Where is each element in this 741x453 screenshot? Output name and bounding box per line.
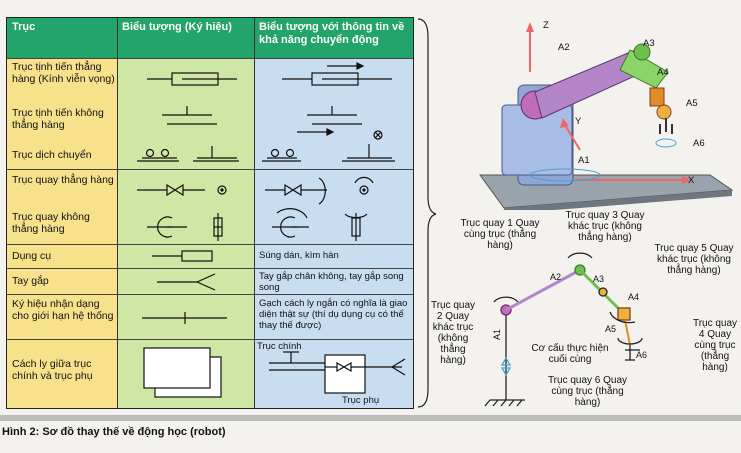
svg-text:A5: A5	[605, 324, 616, 334]
joint2-label: Trục quay 2 Quay khác trục (không thẳng …	[430, 300, 476, 366]
row-divider	[7, 268, 413, 269]
header-motion: Biểu tượng với thông tin về khả năng chu…	[254, 18, 413, 58]
traverse-symbol	[137, 146, 239, 162]
note-gripper: Tay gắp chân không, tay gắp song song	[259, 271, 404, 293]
joint5-label: Trục quay 5 Quay khác trục (không thẳng …	[654, 243, 734, 276]
row-label-prismatic-offset: Trục tịnh tiến không thẳng hàng	[12, 107, 104, 131]
row-divider	[7, 244, 413, 245]
tool-symbol	[152, 250, 213, 262]
svg-text:A1: A1	[492, 329, 502, 340]
row-label-rotary-offset: Trục quay không thẳng hàng	[12, 211, 90, 235]
note-system-boundary: Gạch cách ly ngắn có nghĩa là giao diện …	[259, 298, 408, 331]
row-label-system-boundary: Ký hiệu nhận dạng cho giới hạn hệ thống	[12, 298, 114, 322]
symbol-table: Trục Biểu tượng (Ký hiệu) Biểu tượng với…	[6, 17, 414, 409]
svg-text:A3: A3	[593, 274, 604, 284]
joint1-label: Trục quay 1 Quay cùng trục (thẳng hàng)	[460, 218, 540, 251]
joint3-label: Trục quay 3 Quay khác trục (không thẳng …	[565, 210, 645, 243]
rotary-aligned-symbol	[137, 183, 227, 197]
robot-joint-a4: A4	[657, 67, 669, 78]
divider	[254, 18, 255, 408]
robot-joint-a6: A6	[693, 138, 705, 149]
joint6-label: Trục quay 6 Quay cùng trục (thẳng hàng)	[547, 375, 628, 408]
robot-illustration	[479, 22, 734, 210]
row-label-traverse: Trục dịch chuyển	[12, 149, 92, 161]
row-divider	[7, 339, 413, 340]
header-axis: Trục	[7, 18, 117, 58]
note-tool: Súng dán, kìm hàn	[259, 250, 339, 261]
axis-x-label: X	[688, 175, 695, 186]
robot-joint-a5: A5	[686, 98, 698, 109]
column-axis-bg	[7, 18, 117, 408]
robot-joint-a2: A2	[558, 42, 570, 53]
robot-joint-a3: A3	[643, 38, 655, 49]
row-label-prismatic-aligned: Trục tịnh tiến thẳng hàng (Kính viễn vọn…	[12, 61, 115, 85]
column-symbol-bg	[117, 18, 254, 408]
row-divider	[7, 294, 413, 295]
svg-text:A6: A6	[636, 350, 647, 360]
table-symbols	[137, 62, 406, 398]
column-motion-bg	[254, 18, 413, 408]
svg-text:A2: A2	[550, 272, 561, 282]
bracket	[417, 18, 436, 408]
figure-caption: Hình 2: Sơ đồ thay thế về động học (robo…	[2, 426, 226, 438]
note-aux-axis: Trục phụ	[342, 395, 380, 406]
axis-y-label: Y	[575, 116, 582, 127]
svg-text:A4: A4	[628, 292, 639, 302]
joint4-label: Trục quay 4 Quay cùng trục (thẳng hàng)	[692, 318, 738, 373]
axis-z-label: Z	[543, 20, 549, 31]
gripper-symbol	[157, 273, 216, 291]
divider	[117, 18, 118, 408]
header-symbol: Biểu tượng (Ký hiệu)	[117, 18, 254, 58]
note-main-axis: Trục chính	[257, 341, 302, 352]
row-label-axis-separation: Cách ly giữa trục chính và trục phụ	[12, 358, 93, 382]
robot-joint-a1: A1	[578, 155, 590, 166]
kinematic-diagram: A1 A2 A3 A4 A5 A6	[484, 252, 647, 407]
row-divider	[7, 58, 413, 59]
row-divider	[7, 169, 413, 170]
end-effector-label: Cơ cấu thực hiện cuối cùng	[531, 343, 609, 365]
row-label-tool: Dụng cụ	[12, 250, 52, 262]
row-label-gripper: Tay gắp	[12, 275, 49, 287]
row-label-rotary-aligned: Trục quay thẳng hàng	[12, 174, 114, 186]
rotary-offset-symbol	[147, 213, 223, 241]
separator-band	[0, 415, 741, 421]
system-boundary-symbol	[142, 312, 227, 324]
axis-separation-symbol	[143, 347, 222, 398]
